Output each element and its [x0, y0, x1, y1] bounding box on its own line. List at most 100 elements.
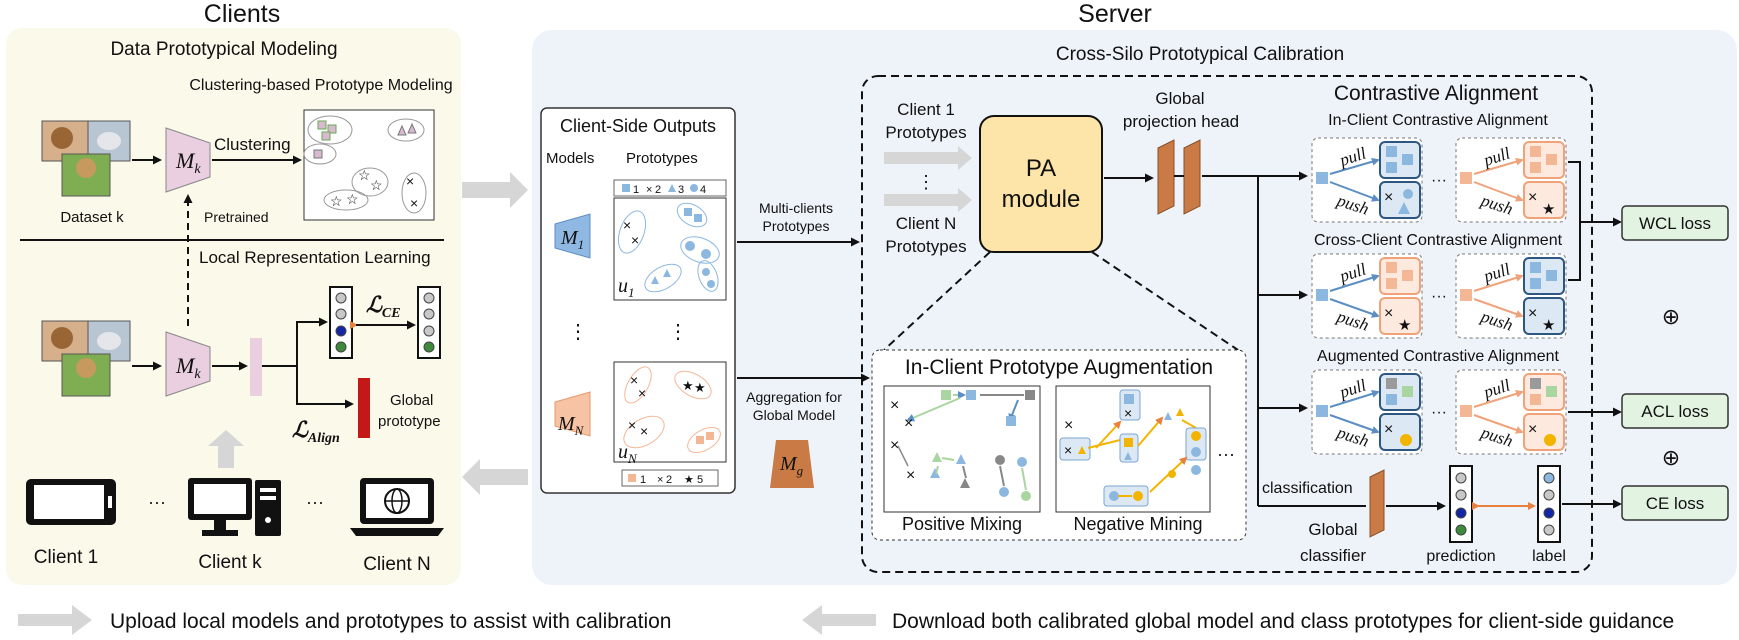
svg-text:★: ★ — [1542, 201, 1555, 218]
client-1-proto-arrow — [884, 146, 972, 170]
oplus-1: ⊕ — [1662, 304, 1680, 329]
legend-top: 1 × 2 3 4 — [613, 179, 727, 197]
acl-loss-box — [1621, 393, 1729, 429]
client-1-prototypes-2: Prototypes — [885, 123, 966, 142]
global-prototype-label-1: Global — [390, 392, 433, 409]
model-mk-top — [165, 127, 211, 193]
svg-text:×: × — [906, 467, 915, 484]
svg-text:×: × — [890, 437, 899, 454]
feature-vector — [250, 338, 262, 396]
negative-mining-panel: × × × — [1055, 385, 1211, 513]
svg-text:5: 5 — [697, 474, 703, 486]
label-vector — [1537, 465, 1561, 543]
global-classifier-layer — [1369, 469, 1385, 538]
svg-text:×: × — [1064, 417, 1073, 434]
vdots-prototypes: ⋮ — [668, 321, 688, 343]
negative-mining-label: Negative Mining — [1073, 514, 1202, 534]
phone-icon — [26, 479, 116, 525]
svg-text:×: × — [631, 232, 639, 248]
svg-text:★: ★ — [1542, 317, 1555, 334]
projection-head-label-2: projection head — [1123, 112, 1239, 131]
svg-text:×: × — [646, 184, 652, 196]
loss-ce: ℒCE — [366, 292, 401, 321]
svg-text:☆: ☆ — [330, 193, 343, 209]
prototypes-label: Prototypes — [626, 150, 698, 167]
svg-text:×: × — [1064, 442, 1072, 458]
svg-text:×: × — [1124, 405, 1132, 421]
global-prototype-bar — [358, 378, 370, 438]
augmentation-title: In-Client Prototype Augmentation — [905, 356, 1213, 379]
svg-text:×: × — [630, 372, 638, 388]
contrastive-ellipsis-3: ··· — [1431, 404, 1447, 421]
global-classifier-label-2: classifier — [1300, 546, 1366, 565]
upload-arrow — [462, 172, 528, 208]
multi-clients-label-2: Prototypes — [763, 218, 830, 234]
label-logits — [417, 286, 441, 359]
upload-up-arrow — [208, 430, 244, 468]
global-model-mg — [770, 440, 814, 488]
clustering-title: Clustering-based Prototype Modeling — [189, 77, 452, 94]
pa-module-label-2: module — [1002, 186, 1081, 213]
svg-text:3: 3 — [678, 184, 684, 196]
model-mn-label: MN — [557, 413, 585, 438]
svg-text:1: 1 — [633, 184, 639, 196]
legend-bottom: 1 × 2 ★ 5 — [621, 469, 719, 487]
acl-loss-label: ACL loss — [1641, 402, 1708, 421]
svg-text:4: 4 — [700, 184, 706, 196]
label-label: label — [1532, 548, 1566, 565]
svg-text:★: ★ — [1398, 317, 1411, 334]
svg-text:1: 1 — [640, 474, 646, 486]
footer-download-text: Download both calibrated global model an… — [892, 610, 1674, 633]
multi-clients-label-1: Multi-clients — [759, 200, 833, 216]
svg-text:×: × — [1384, 305, 1393, 322]
output-logits — [329, 286, 353, 359]
clients-ellipsis-1: ··· — [148, 492, 166, 512]
loss-align: ℒAlign — [292, 417, 340, 446]
model-mk-bottom — [165, 331, 211, 397]
prototype-scatter-top: × × — [613, 197, 727, 301]
model-mn — [554, 391, 591, 437]
prediction-logits — [1449, 465, 1473, 543]
svg-text:×: × — [640, 423, 648, 439]
models-label: Models — [546, 150, 594, 167]
augmentation-ellipsis: ··· — [1217, 444, 1235, 464]
svg-text:×: × — [1528, 305, 1537, 322]
in-client-title: In-Client Contrastive Alignment — [1328, 112, 1548, 129]
aggregation-label-1: Aggregation for — [746, 389, 842, 405]
in-client-tile-2: × ★ — [1455, 137, 1567, 223]
contrastive-ellipsis-1: ··· — [1431, 172, 1447, 189]
wcl-loss-label: WCL loss — [1639, 214, 1711, 233]
model-m1-label: M1 — [560, 227, 584, 252]
model-mk-top-label: Mk — [175, 148, 201, 177]
oplus-2: ⊕ — [1662, 445, 1680, 470]
in-client-tile-1: × — [1311, 137, 1423, 223]
vdots-models: ⋮ — [568, 321, 588, 343]
download-arrow — [462, 459, 528, 495]
footer-download-arrow — [802, 605, 876, 635]
svg-text:×: × — [410, 195, 418, 211]
clients-ellipsis-2: ··· — [306, 492, 324, 512]
u1-label: u1 — [618, 275, 635, 300]
cluster-box: ☆ ☆ ☆ ☆ × × — [303, 109, 435, 221]
un-label: uN — [618, 441, 638, 466]
projection-head-layer-1 — [1157, 139, 1175, 215]
svg-text:☆: ☆ — [346, 191, 359, 207]
cross-client-title: Cross-Client Contrastive Alignment — [1314, 232, 1563, 249]
svg-text:★: ★ — [684, 474, 694, 486]
svg-text:×: × — [657, 474, 663, 486]
client-n-prototypes-2: Prototypes — [885, 237, 966, 256]
pa-module — [979, 115, 1103, 253]
protos-vdots: ⋮ — [917, 172, 935, 192]
cross-silo-title: Cross-Silo Prototypical Calibration — [1056, 44, 1344, 65]
contrastive-ellipsis-2: ··· — [1431, 288, 1447, 305]
svg-text:★: ★ — [682, 378, 694, 393]
svg-text:×: × — [890, 397, 899, 414]
client-n-label: Client N — [363, 554, 431, 575]
dataset-label: Dataset k — [60, 209, 124, 226]
desktop-computer-icon — [188, 478, 281, 536]
svg-text:×: × — [638, 385, 646, 401]
svg-text:2: 2 — [666, 474, 672, 486]
model-mk-bottom-label: Mk — [175, 353, 201, 382]
prediction-label: prediction — [1426, 548, 1495, 565]
positive-mixing-panel: × × × × — [883, 385, 1041, 513]
